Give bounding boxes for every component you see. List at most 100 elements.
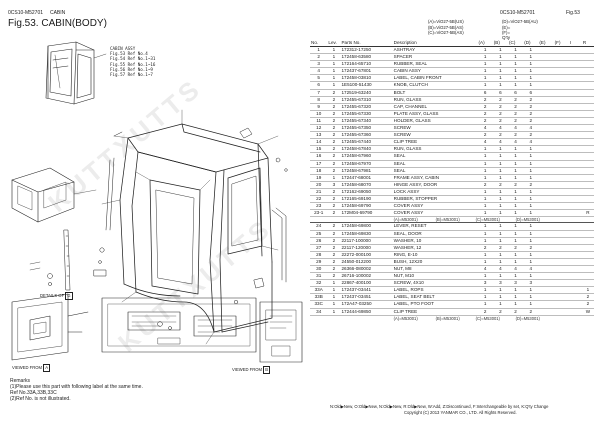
cell-qty-b: 1 [492, 237, 508, 245]
cell-qty-f [553, 60, 569, 69]
cell-qty-d: 2 [523, 110, 539, 118]
cell-qty-e [538, 194, 554, 204]
cell-qty-e [538, 230, 554, 238]
cell-qty-f [553, 152, 569, 161]
cell-part-no: 172162-69050 [340, 188, 393, 196]
cell-qty-d: 1 [523, 145, 539, 154]
cell-qty-f [553, 117, 569, 126]
col-e: (E) [538, 40, 554, 47]
cell-no: 9 [310, 103, 328, 111]
seal-strips [105, 157, 287, 283]
cell-qty-e [538, 131, 554, 140]
remarks-line-1: (1)Please use this part with following l… [10, 384, 143, 390]
assy-line-6: Fig.57 Ref No.1~7 [110, 72, 153, 78]
cell-description: ASHTRAY [392, 46, 478, 55]
cell-qty-f [553, 138, 569, 147]
cell-r [581, 173, 594, 182]
cell-qty-a: 4 [477, 265, 493, 274]
cell-part-no: 22117-120000 [340, 243, 393, 252]
cell-qty-c: 1 [507, 237, 524, 245]
cell-r [581, 272, 594, 281]
cell-r [581, 138, 594, 147]
cell-r [581, 145, 594, 154]
copyright: Copyright (C) 2013 YANMAR CO., LTD. All … [404, 410, 517, 415]
cell-qty-f [553, 103, 569, 111]
cell-qty-c: 1 [507, 202, 524, 211]
cell-qty-e [538, 272, 554, 281]
detail-label: DETAILS OF [40, 293, 65, 298]
cell-part-no: 172437-03451 [340, 293, 393, 302]
view-label-2: VIEWED FROM [232, 367, 263, 372]
cell-qty-c: 2 [507, 103, 524, 111]
cell-lev: 1 [327, 307, 341, 316]
doc-code-right: 0CS10-M52701 [500, 10, 536, 16]
cell-qty-b: 1 [492, 272, 508, 281]
cell-part-no: 172M04-69790 [340, 209, 393, 218]
cell-qty-f [553, 160, 569, 168]
cell-no: 14 [310, 138, 328, 147]
cell-description: LEVER, RESET [392, 222, 478, 231]
serial-a: (A)=M53001) [393, 315, 418, 321]
cell-i [568, 243, 582, 252]
cell-qty-e [538, 293, 554, 302]
cell-qty-d: 1 [523, 272, 539, 281]
cell-qty-c: 6 [507, 88, 524, 97]
cell-i [568, 307, 582, 316]
cell-r: 1 [581, 286, 594, 295]
cell-i [568, 272, 582, 281]
cell-no: 23-1 [310, 209, 328, 218]
cell-description: SCREW, 4X10 [392, 279, 478, 288]
cell-description: WASHER, 12 [392, 243, 478, 252]
cell-qty-e [538, 88, 554, 97]
table-header-row: No. Lev. Parts No. Description (A) (B) (… [310, 40, 594, 47]
cell-qty-b: 1 [492, 145, 508, 154]
cell-lev: 2 [327, 160, 341, 168]
cell-qty-d: 1 [523, 230, 539, 238]
cell-i [568, 67, 582, 76]
col-c: (C) [507, 40, 524, 47]
cell-description: BUSH, 12X20 [392, 258, 478, 267]
view-caption-1: VIEWED FROM A [12, 364, 50, 372]
cell-i [568, 251, 582, 259]
cell-r [581, 237, 594, 245]
serial-b: (B)=M53001) [435, 217, 460, 223]
remarks-title: Remarks [10, 378, 31, 384]
cell-no: 15 [310, 145, 328, 154]
cell-i [568, 81, 582, 90]
figure-number: Fig.53 [566, 10, 580, 16]
cell-qty-b: 3 [492, 279, 508, 288]
cell-i [568, 300, 582, 309]
cell-qty-b: 1 [492, 286, 508, 295]
cell-description: NUT, M10 [392, 272, 478, 281]
cell-qty-d: 2 [523, 131, 539, 140]
cell-part-no: 172455-67320 [340, 103, 393, 111]
cell-qty-b: 2 [492, 131, 508, 140]
cell-part-no: 172458-67970 [340, 160, 393, 168]
cell-qty-e [538, 152, 554, 161]
cell-no: 19 [310, 173, 328, 182]
cell-qty-e [538, 251, 554, 259]
cell-qty-a: 1 [477, 194, 493, 204]
cell-qty-a: 2 [477, 117, 493, 126]
cell-qty-a: 1 [477, 230, 493, 238]
cell-qty-b: 2 [492, 117, 508, 126]
cell-no: 24 [310, 222, 328, 231]
cell-qty-c: 1 [507, 152, 524, 161]
cell-qty-f [553, 46, 569, 55]
cell-description: CABIN ASSY [392, 67, 478, 76]
cell-i [568, 131, 582, 140]
cell-no: 8 [310, 96, 328, 104]
cell-no: 27 [310, 243, 328, 252]
cell-qty-c: 2 [507, 243, 524, 252]
cell-r [581, 160, 594, 168]
cell-lev: 2 [327, 230, 341, 238]
